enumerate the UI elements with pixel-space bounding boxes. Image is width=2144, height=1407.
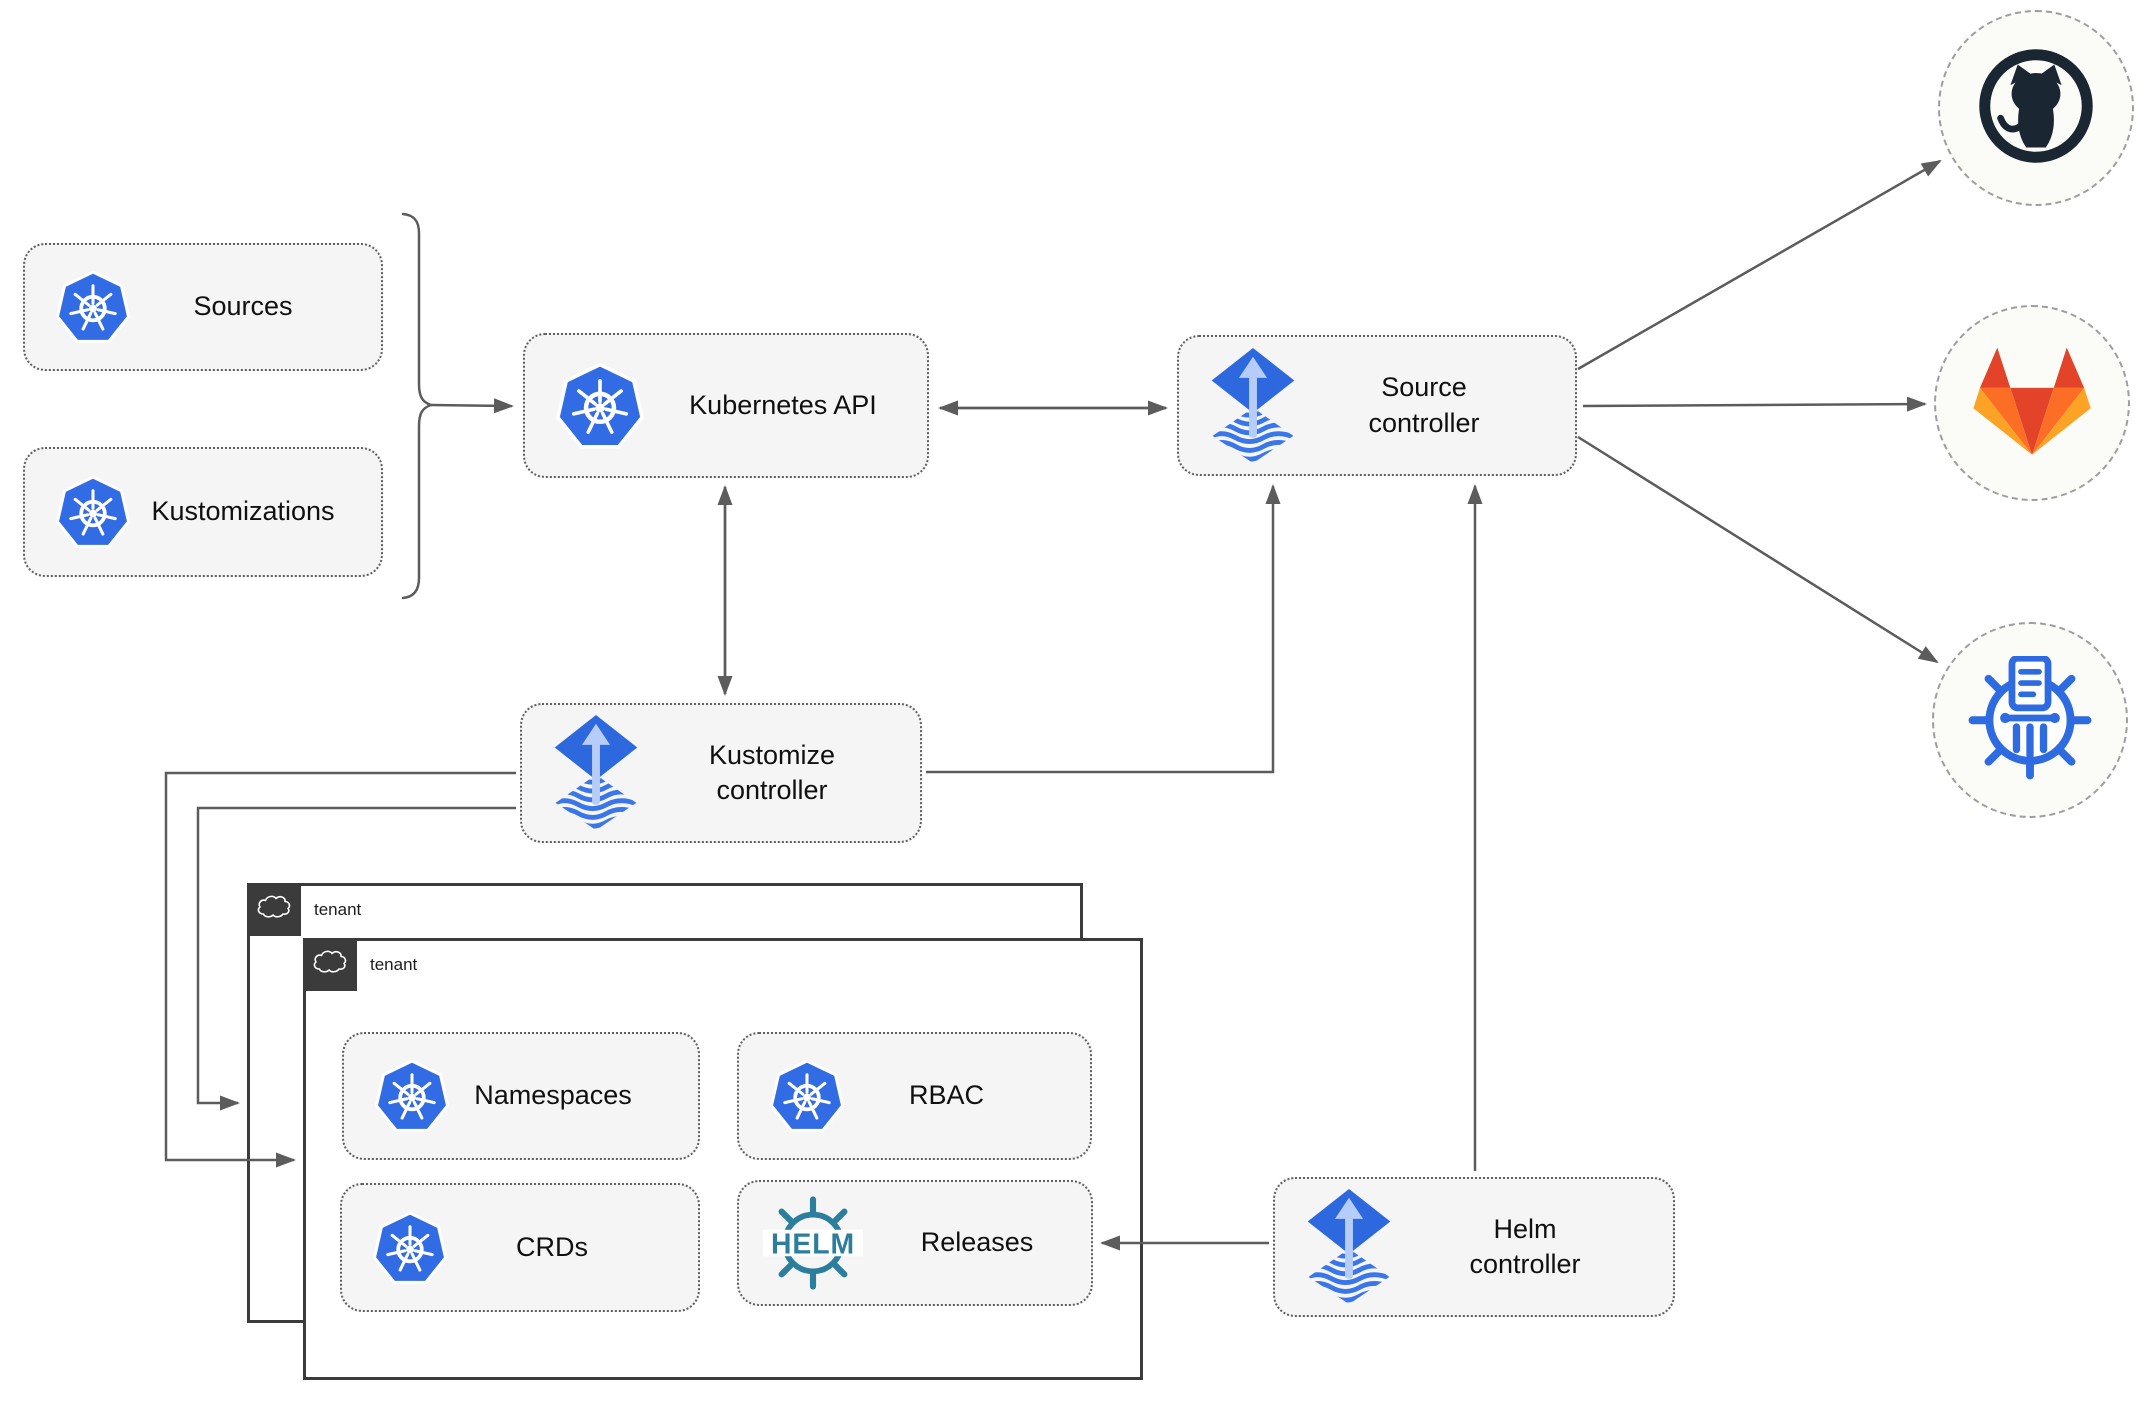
node-label: CRDs bbox=[516, 1231, 588, 1262]
gitlab-provider-circle bbox=[1934, 305, 2130, 501]
edge-source-to-gitlab bbox=[1582, 396, 1927, 412]
outer-tenant-label: tenant bbox=[314, 900, 362, 919]
brace-sources-group bbox=[401, 212, 435, 600]
inner-tenant-tab bbox=[303, 938, 357, 991]
node-label: Kustomizations bbox=[151, 496, 335, 527]
github-provider-circle bbox=[1938, 10, 2134, 206]
node-label: Helm controller bbox=[1469, 1213, 1581, 1279]
node-label: RBAC bbox=[908, 1080, 984, 1111]
node-label: Kustomize controller bbox=[708, 739, 836, 805]
node-crds: CRDs bbox=[340, 1183, 700, 1312]
node-label: Sources bbox=[193, 291, 293, 322]
chartmuseum-provider-circle bbox=[1932, 622, 2128, 818]
node-releases: HELM Releases bbox=[737, 1180, 1093, 1306]
node-kubernetes-api: Kubernetes API bbox=[523, 333, 929, 478]
node-rbac: RBAC bbox=[737, 1032, 1092, 1160]
helm-wordmark: HELM bbox=[771, 1228, 855, 1260]
flux-icon bbox=[1305, 1189, 1393, 1305]
github-icon bbox=[1975, 45, 2097, 172]
cloud-icon bbox=[256, 894, 292, 925]
node-sources: Sources bbox=[23, 243, 383, 371]
node-kustomizations: Kustomizations bbox=[23, 447, 383, 577]
chartmuseum-icon bbox=[1968, 656, 2092, 785]
node-kustomize-controller: Kustomize controller bbox=[520, 703, 922, 843]
cloud-icon bbox=[312, 949, 348, 980]
node-label: Kubernetes API bbox=[689, 389, 877, 420]
edge-source-to-github bbox=[1577, 159, 1942, 371]
node-label: Source controller bbox=[1368, 372, 1480, 438]
node-source-controller: Source controller bbox=[1177, 335, 1577, 476]
gitlab-icon bbox=[1973, 346, 2091, 460]
node-label: Releases bbox=[920, 1227, 1034, 1258]
edge-brace-to-k8s-api bbox=[430, 398, 514, 414]
helm-icon: HELM bbox=[761, 1195, 865, 1291]
kubernetes-icon bbox=[555, 361, 645, 451]
node-label: Namespaces bbox=[474, 1080, 632, 1111]
node-helm-controller: Helm controller bbox=[1273, 1177, 1675, 1317]
node-namespaces: Namespaces bbox=[342, 1032, 700, 1160]
edge-source-to-chartmuseum bbox=[1577, 435, 1939, 664]
edge-kustomize-to-source bbox=[926, 484, 1281, 774]
flux-icon bbox=[1209, 348, 1297, 464]
flux-icon bbox=[552, 715, 640, 831]
outer-tenant-tab bbox=[247, 883, 301, 936]
inner-tenant-label: tenant bbox=[370, 955, 418, 974]
